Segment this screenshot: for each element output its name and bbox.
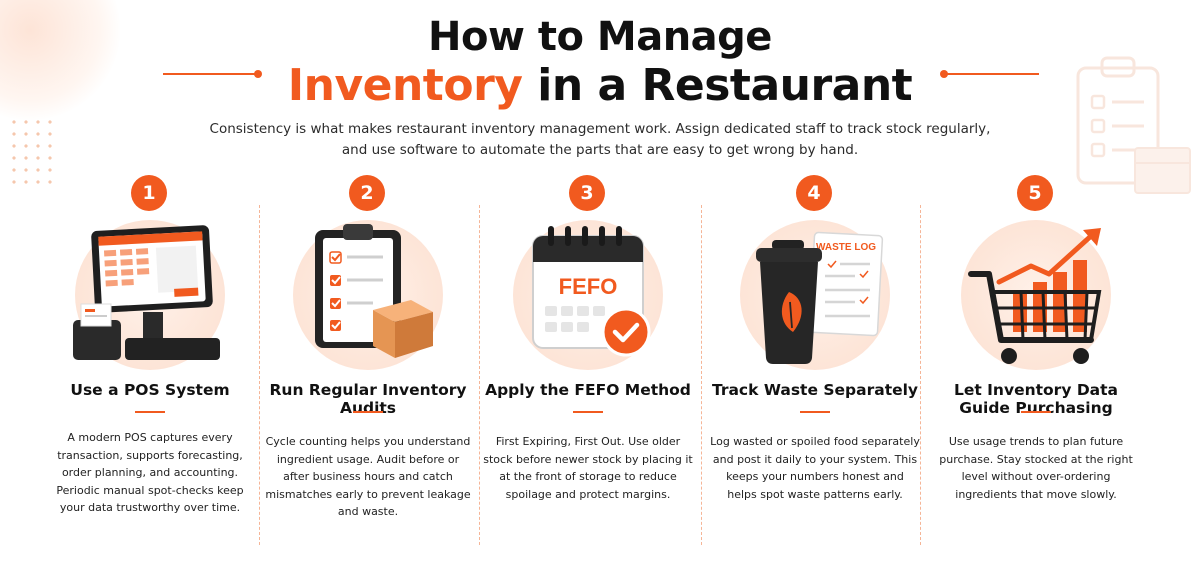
dot-pattern-decoration xyxy=(8,116,56,186)
step-number-badge: 5 xyxy=(1017,175,1053,211)
column-divider xyxy=(259,205,260,545)
step-title: Let Inventory Data Guide Purchasing xyxy=(953,381,1119,417)
step-description: Cycle counting helps you understand ingr… xyxy=(265,435,471,518)
page-title-rest: in a Restaurant xyxy=(522,60,913,111)
page-subtitle: Consistency is what makes restaurant inv… xyxy=(209,121,991,158)
steps-row: 1 Use a POS System A modern POS captures xyxy=(40,175,1170,555)
step-title-underline xyxy=(800,411,830,413)
step-title-underline xyxy=(573,411,603,413)
step-card-pos: 1 Use a POS System A modern POS captures xyxy=(40,175,260,555)
page-title-line-2: Inventory in a Restaurant xyxy=(0,60,1200,111)
clipboard-decoration-icon xyxy=(1076,56,1191,194)
page-title-line-1: How to Manage xyxy=(428,14,772,60)
title-decoration-line-right xyxy=(940,70,1039,78)
title-decoration-line-left xyxy=(163,70,262,78)
step-title-underline xyxy=(135,411,165,413)
trash-bin-icon: WASTE LOG xyxy=(756,231,884,364)
step-number-badge: 3 xyxy=(569,175,605,211)
step-description: A modern POS captures every transaction,… xyxy=(56,431,244,514)
calendar-check-icon: FEFO xyxy=(532,226,651,357)
step-number-badge: 1 xyxy=(131,175,167,211)
shopping-cart-chart-icon xyxy=(968,228,1102,364)
column-divider xyxy=(701,205,702,545)
step-card-purchasing: 5 Let Inventory Data Guide Purchasing U xyxy=(926,175,1146,555)
step-description: Use usage trends to plan future purchase… xyxy=(939,435,1133,501)
step-description: First Expiring, First Out. Use older sto… xyxy=(483,435,693,501)
step-title-underline xyxy=(1021,411,1051,413)
clipboard-checklist-icon xyxy=(315,224,433,358)
column-divider xyxy=(920,205,921,545)
step-title: Apply the FEFO Method xyxy=(485,381,691,399)
pos-terminal-icon xyxy=(73,225,220,360)
column-divider xyxy=(479,205,480,545)
step-description: Log wasted or spoiled food separately an… xyxy=(710,435,920,501)
waste-log-label: WASTE LOG xyxy=(816,242,876,253)
step-card-waste: 4 WASTE LOG Track Waste Separately Log w… xyxy=(705,175,925,555)
step-title: Use a POS System xyxy=(70,381,230,399)
step-card-fefo: 3 FEFO Apply the FEFO Method First Expir… xyxy=(478,175,698,555)
step-number-badge: 2 xyxy=(349,175,385,211)
step-number-badge: 4 xyxy=(796,175,832,211)
page-title-accent: Inventory xyxy=(287,60,523,111)
step-title: Track Waste Separately xyxy=(711,381,919,399)
calendar-label: FEFO xyxy=(559,274,618,299)
step-card-audits: 2 Run Regular Inventory Au xyxy=(258,175,478,555)
step-title-underline xyxy=(353,411,383,413)
